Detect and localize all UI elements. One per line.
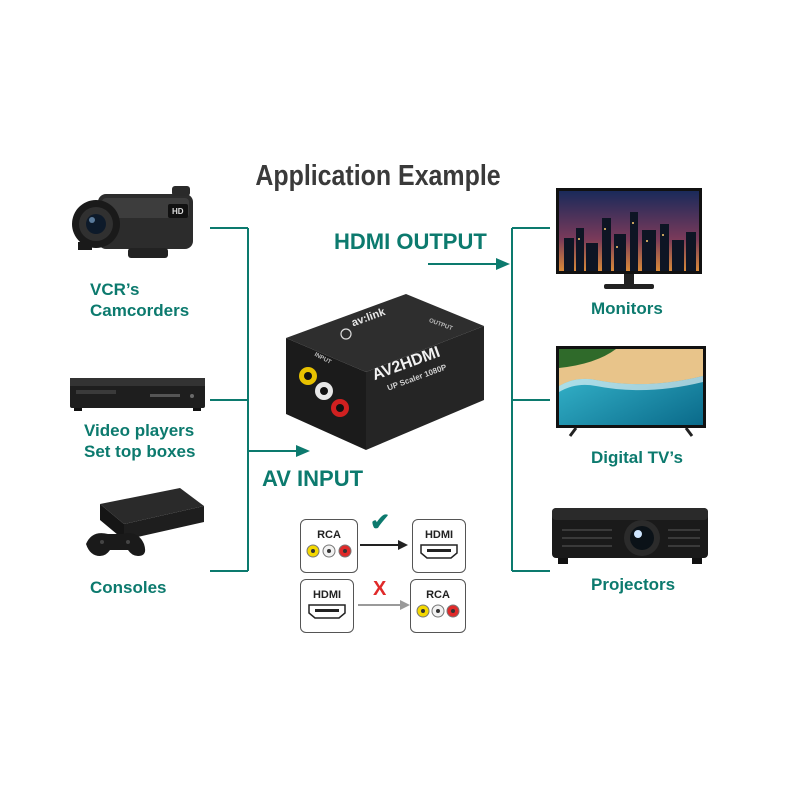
hdmi-output-arrowhead: [496, 258, 510, 270]
projector-image: [552, 508, 708, 564]
input-label-2: Video players Set top boxes: [84, 421, 196, 461]
unsupported-cross-icon: X: [373, 578, 387, 600]
arrow-right-gray-icon: [358, 600, 410, 610]
rca-box-2: RCA: [410, 579, 466, 633]
diagram-title: Application Example: [255, 160, 501, 192]
av-input-label: AV INPUT: [262, 466, 364, 491]
hdmi-box-2: HDMI: [300, 579, 354, 633]
camcorder-image: HD: [72, 186, 193, 258]
converter-device: [286, 294, 484, 450]
hdmi-connector-icon: [308, 604, 346, 619]
input-label-3: Consoles: [90, 578, 167, 597]
svg-text:HD: HD: [172, 207, 184, 216]
bluray-player-image: [70, 378, 205, 411]
hdmi-box-1: HDMI: [412, 519, 466, 573]
hdmi-connector-icon: [420, 544, 458, 559]
hdmi-output-label: HDMI OUTPUT: [334, 229, 487, 254]
brand-logo-icon: [340, 328, 352, 340]
output-label-3: Projectors: [591, 575, 676, 594]
rca-connectors-icon: [416, 604, 460, 618]
monitor-image: [556, 188, 702, 289]
arrow-right-icon: [360, 540, 408, 550]
output-label-2: Digital TV’s: [591, 448, 683, 467]
rca-box-1: RCA: [300, 519, 358, 573]
rca-connectors-icon: [306, 544, 352, 558]
supported-check-icon: ✔: [370, 509, 391, 536]
output-label-1: Monitors: [591, 299, 663, 318]
av-input-arrowhead: [296, 445, 310, 457]
game-console-image: [86, 488, 204, 556]
tv-image: [556, 346, 706, 437]
input-label-1: VCR’s Camcorders: [90, 280, 190, 320]
